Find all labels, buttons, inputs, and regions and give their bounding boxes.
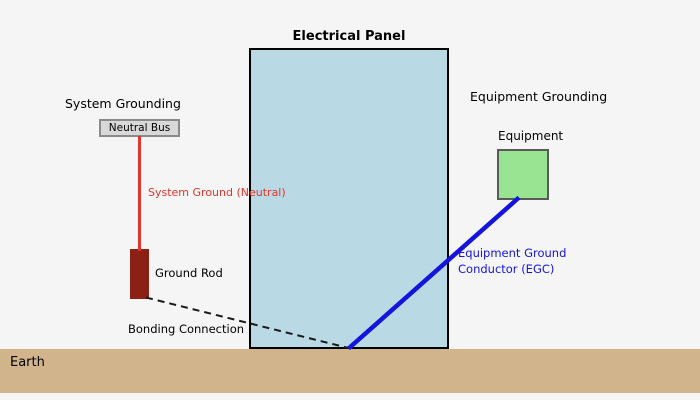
bonding-connection-label: Bonding Connection	[128, 322, 245, 336]
earth-label: Earth	[10, 355, 45, 370]
equipment-box	[497, 149, 549, 200]
neutral-bus-label: Neutral Bus	[108, 122, 171, 134]
equipment-grounding-label: Equipment Grounding	[470, 89, 608, 104]
neutral-bus-box: Neutral Bus	[99, 119, 180, 137]
earth-band	[0, 349, 700, 393]
equipment-ground-conductor-label: Equipment Ground Conductor (EGC)	[458, 246, 567, 276]
system-ground-conductor-label: System Ground (Neutral)	[148, 186, 286, 199]
equipment-label: Equipment	[498, 129, 564, 143]
system-grounding-label: System Grounding	[65, 96, 181, 111]
ground-rod-label: Ground Rod	[155, 266, 223, 280]
ground-rod	[130, 249, 149, 299]
electrical-panel-title: Electrical Panel	[292, 29, 406, 44]
